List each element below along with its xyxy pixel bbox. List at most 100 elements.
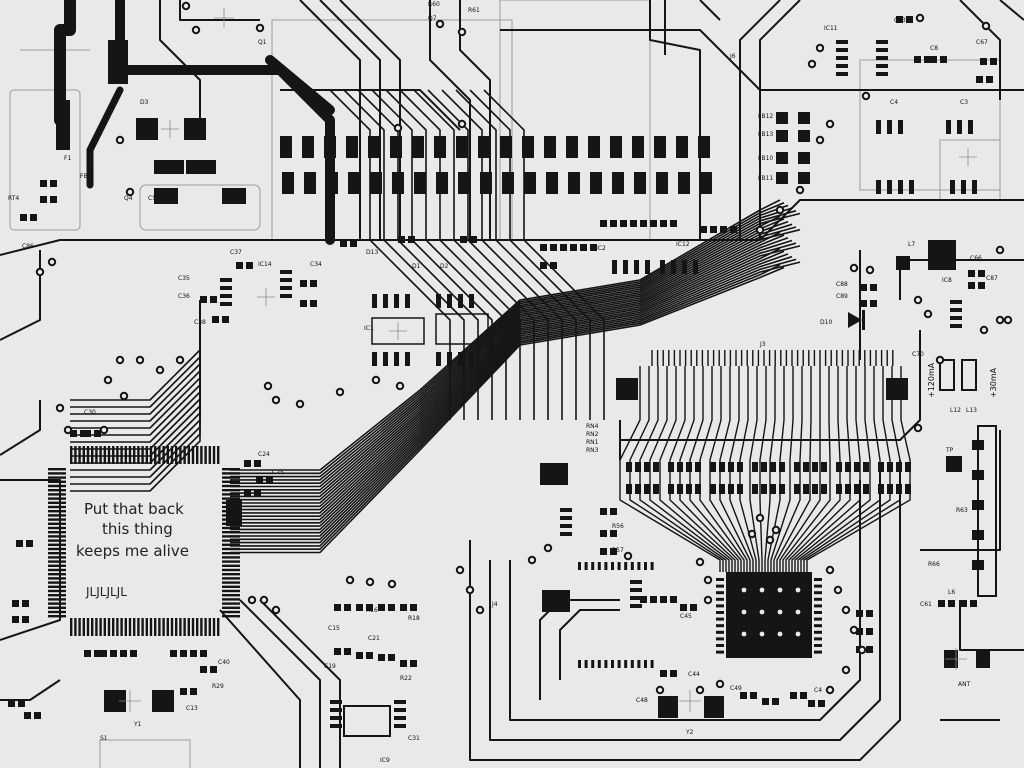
- soic-pin: [612, 260, 617, 274]
- tqfp-pin: [48, 472, 66, 475]
- soic-pin: [630, 596, 642, 600]
- soic-pin: [876, 48, 888, 52]
- tqfp-pin: [222, 480, 240, 483]
- tqfp-pin: [48, 497, 66, 500]
- passive-pad: [398, 236, 405, 243]
- passive-pad: [866, 646, 873, 653]
- soic-pin: [887, 120, 892, 134]
- fanout-trace: [689, 366, 742, 572]
- passive-pad: [856, 628, 863, 635]
- label-d10: D10: [820, 319, 832, 326]
- label-r66: R66: [928, 561, 940, 568]
- rn-pad: [812, 462, 818, 472]
- qfn-pin: [716, 617, 724, 621]
- via: [979, 325, 989, 335]
- rail-label-120ma: +120mA: [927, 362, 936, 398]
- qfn-pin: [716, 597, 724, 601]
- bus-trace: [230, 199, 781, 471]
- qfn-pin: [814, 611, 822, 614]
- passive-pad: [986, 76, 993, 83]
- qfn-pin: [630, 562, 634, 570]
- passive-pad: [976, 76, 983, 83]
- tqfp-pin: [222, 531, 240, 534]
- connector-pad: [568, 172, 580, 194]
- passive-pad: [50, 180, 57, 187]
- soic-pin: [876, 72, 888, 76]
- label-l7: L7: [908, 241, 915, 248]
- resistor-network-pads: [626, 462, 911, 494]
- via: [995, 315, 1005, 325]
- soic-pin: [405, 352, 410, 366]
- label-c25: C25: [272, 469, 284, 476]
- connector-pad: [522, 136, 534, 158]
- passive-pad: [750, 692, 757, 699]
- bus-trace: [455, 89, 577, 420]
- soic-pin: [458, 352, 463, 366]
- passive-pad: [410, 604, 417, 611]
- fanout-trace: [764, 366, 776, 572]
- qfn-thermal-vias: [741, 587, 801, 637]
- soic-pin: [836, 64, 848, 68]
- qfn-pin: [716, 578, 724, 581]
- passive-pad: [670, 596, 677, 603]
- label-c40: C40: [218, 659, 230, 666]
- label-fb10: FB10: [758, 155, 773, 162]
- qfn-pin: [716, 591, 724, 595]
- rn-pad: [686, 484, 692, 494]
- soic-pin: [630, 588, 642, 592]
- rn-pad: [863, 484, 869, 494]
- connector-pad: [436, 172, 448, 194]
- via: [655, 685, 665, 695]
- tqfp-pin: [222, 610, 240, 614]
- tqfp-pin: [162, 446, 165, 464]
- via: [825, 685, 835, 695]
- via: [247, 595, 257, 605]
- connector-pad: [326, 172, 338, 194]
- passive-pad: [310, 300, 317, 307]
- soic-pin: [950, 308, 962, 312]
- soic-pin: [972, 180, 977, 194]
- via: [335, 387, 345, 397]
- qfn-pin: [637, 562, 641, 570]
- qfn-pin: [814, 630, 822, 634]
- passive-pad: [700, 226, 707, 233]
- tqfp-pin: [208, 446, 211, 464]
- label-fb1: FB1: [80, 173, 92, 180]
- tqfp-pin: [137, 446, 140, 464]
- rn-pad: [686, 462, 692, 472]
- qfn-main-chip: [726, 572, 812, 658]
- via: [457, 27, 467, 37]
- tqfp-pin: [124, 446, 127, 464]
- rn-pad: [710, 484, 716, 494]
- via: [807, 59, 817, 69]
- passive-pad: [930, 56, 937, 63]
- label-c38: C38: [194, 319, 206, 326]
- tqfp-pin: [99, 618, 102, 636]
- soic-pin: [280, 286, 292, 290]
- rn-pad: [836, 462, 842, 472]
- passive-pad: [400, 660, 407, 667]
- tqfp-pin: [222, 497, 240, 500]
- passive-pad: [990, 58, 997, 65]
- soic-pin: [876, 120, 881, 134]
- via: [135, 355, 145, 365]
- rn-pad: [896, 484, 902, 494]
- passive-pad: [866, 628, 873, 635]
- passive-pad: [978, 282, 985, 289]
- soic-pin: [372, 352, 377, 366]
- via: [695, 557, 705, 567]
- tqfp-pin: [48, 518, 66, 521]
- connector-pad: [634, 172, 646, 194]
- qfn-pin: [814, 597, 822, 601]
- rn-pad: [794, 462, 800, 472]
- passive-pad: [660, 596, 667, 603]
- note-line-3: keeps me alive: [76, 542, 189, 560]
- tqfp-pin: [48, 501, 66, 504]
- tqfp-pin: [222, 606, 240, 609]
- qfn-pin: [814, 644, 822, 647]
- passive-pad: [600, 508, 607, 515]
- qfn-pin: [597, 660, 601, 668]
- tqfp-pin: [154, 618, 157, 636]
- connector-pad: [370, 172, 382, 194]
- soic-pin: [634, 260, 639, 274]
